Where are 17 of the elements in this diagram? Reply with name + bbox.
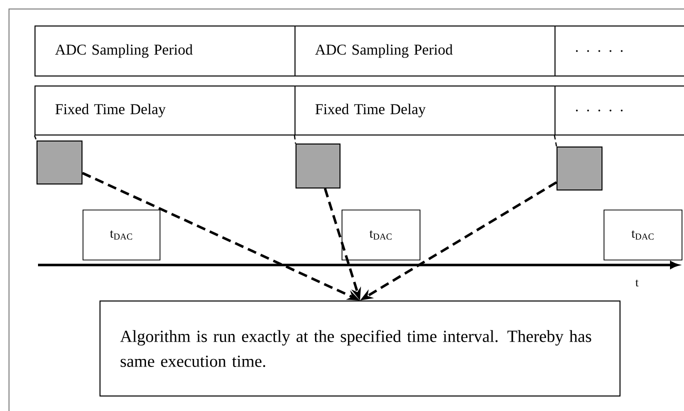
table-cell: ADC Sampling Period xyxy=(294,26,556,76)
table-cell: Fixed Time Delay xyxy=(34,86,296,136)
table-cell: Fixed Time Delay xyxy=(294,86,556,136)
sample-square xyxy=(556,146,602,190)
note-box: Algorithm is run exactly at the specified time interval. Thereby has same execution time. xyxy=(100,300,620,396)
delay-box: t$_{DAC}$ xyxy=(342,210,420,260)
delay-box: t$_{DAC}$ xyxy=(604,210,682,260)
delay-box: t$_{DAC}$ xyxy=(82,210,160,260)
table-cell: . . . . . xyxy=(554,26,684,76)
table-cell: . . . . . xyxy=(554,86,684,136)
dashed-line xyxy=(294,135,296,144)
axis-label: t xyxy=(635,280,639,286)
dashed-line xyxy=(34,135,38,141)
sample-square xyxy=(296,144,340,188)
sample-square xyxy=(36,140,82,184)
table-cell: ADC Sampling Period xyxy=(34,26,296,76)
dashed-line xyxy=(554,135,558,147)
